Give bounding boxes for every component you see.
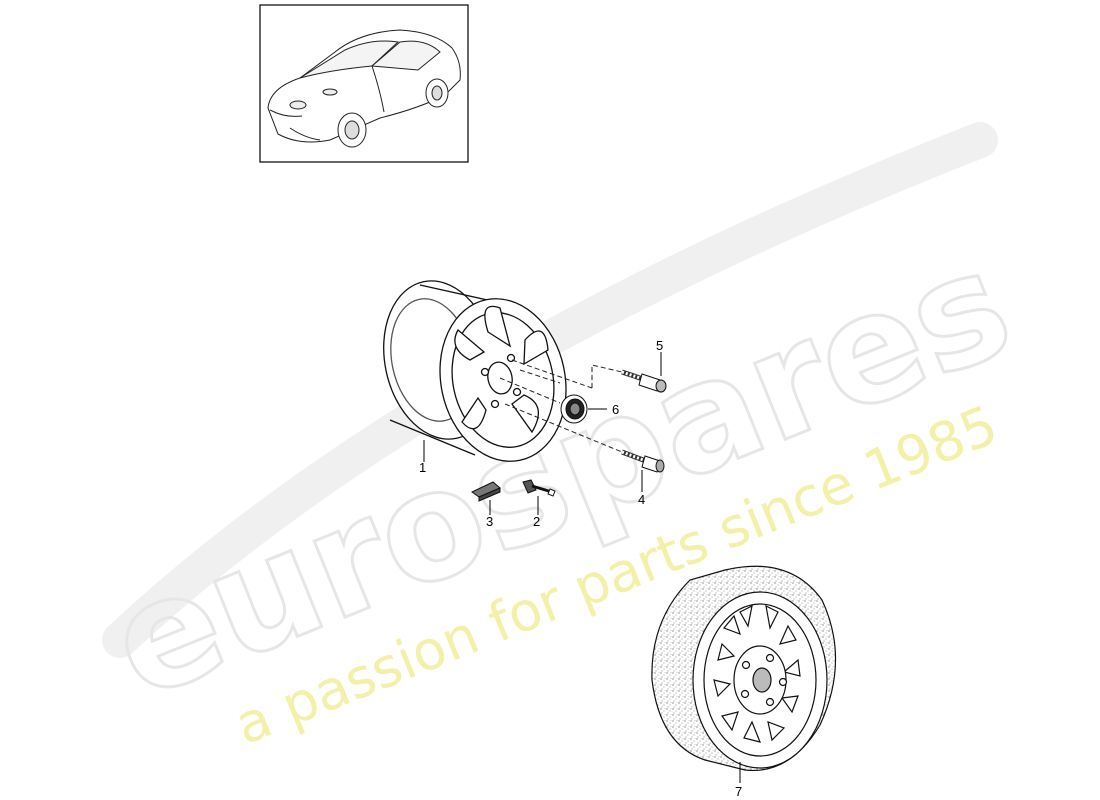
callout-labels: 1 2 3 4 5 6 7 <box>419 338 742 799</box>
callout-2[interactable]: 2 <box>533 514 540 529</box>
assembly-lines <box>499 359 623 453</box>
hub-cap-emblem-icon[interactable] <box>560 394 588 424</box>
balance-weight-icon[interactable] <box>471 481 501 502</box>
callout-7[interactable]: 7 <box>735 784 742 799</box>
callout-3[interactable]: 3 <box>486 514 493 529</box>
callout-1[interactable]: 1 <box>419 460 426 475</box>
car-thumbnail[interactable] <box>259 4 469 163</box>
car-coupe-icon <box>267 29 461 148</box>
alloy-wheel-rim-icon[interactable] <box>370 270 581 473</box>
spare-wheel-icon[interactable] <box>651 565 837 772</box>
wheel-bolt-icon[interactable] <box>621 449 665 473</box>
tire-valve-icon[interactable] <box>522 479 556 497</box>
callout-6[interactable]: 6 <box>612 402 619 417</box>
callout-4[interactable]: 4 <box>638 492 645 507</box>
watermark: eurospares a passion for parts since 198… <box>87 122 1034 757</box>
locking-wheel-bolt-icon[interactable] <box>621 369 667 393</box>
callout-5[interactable]: 5 <box>656 338 663 353</box>
leader-lines <box>423 352 741 783</box>
